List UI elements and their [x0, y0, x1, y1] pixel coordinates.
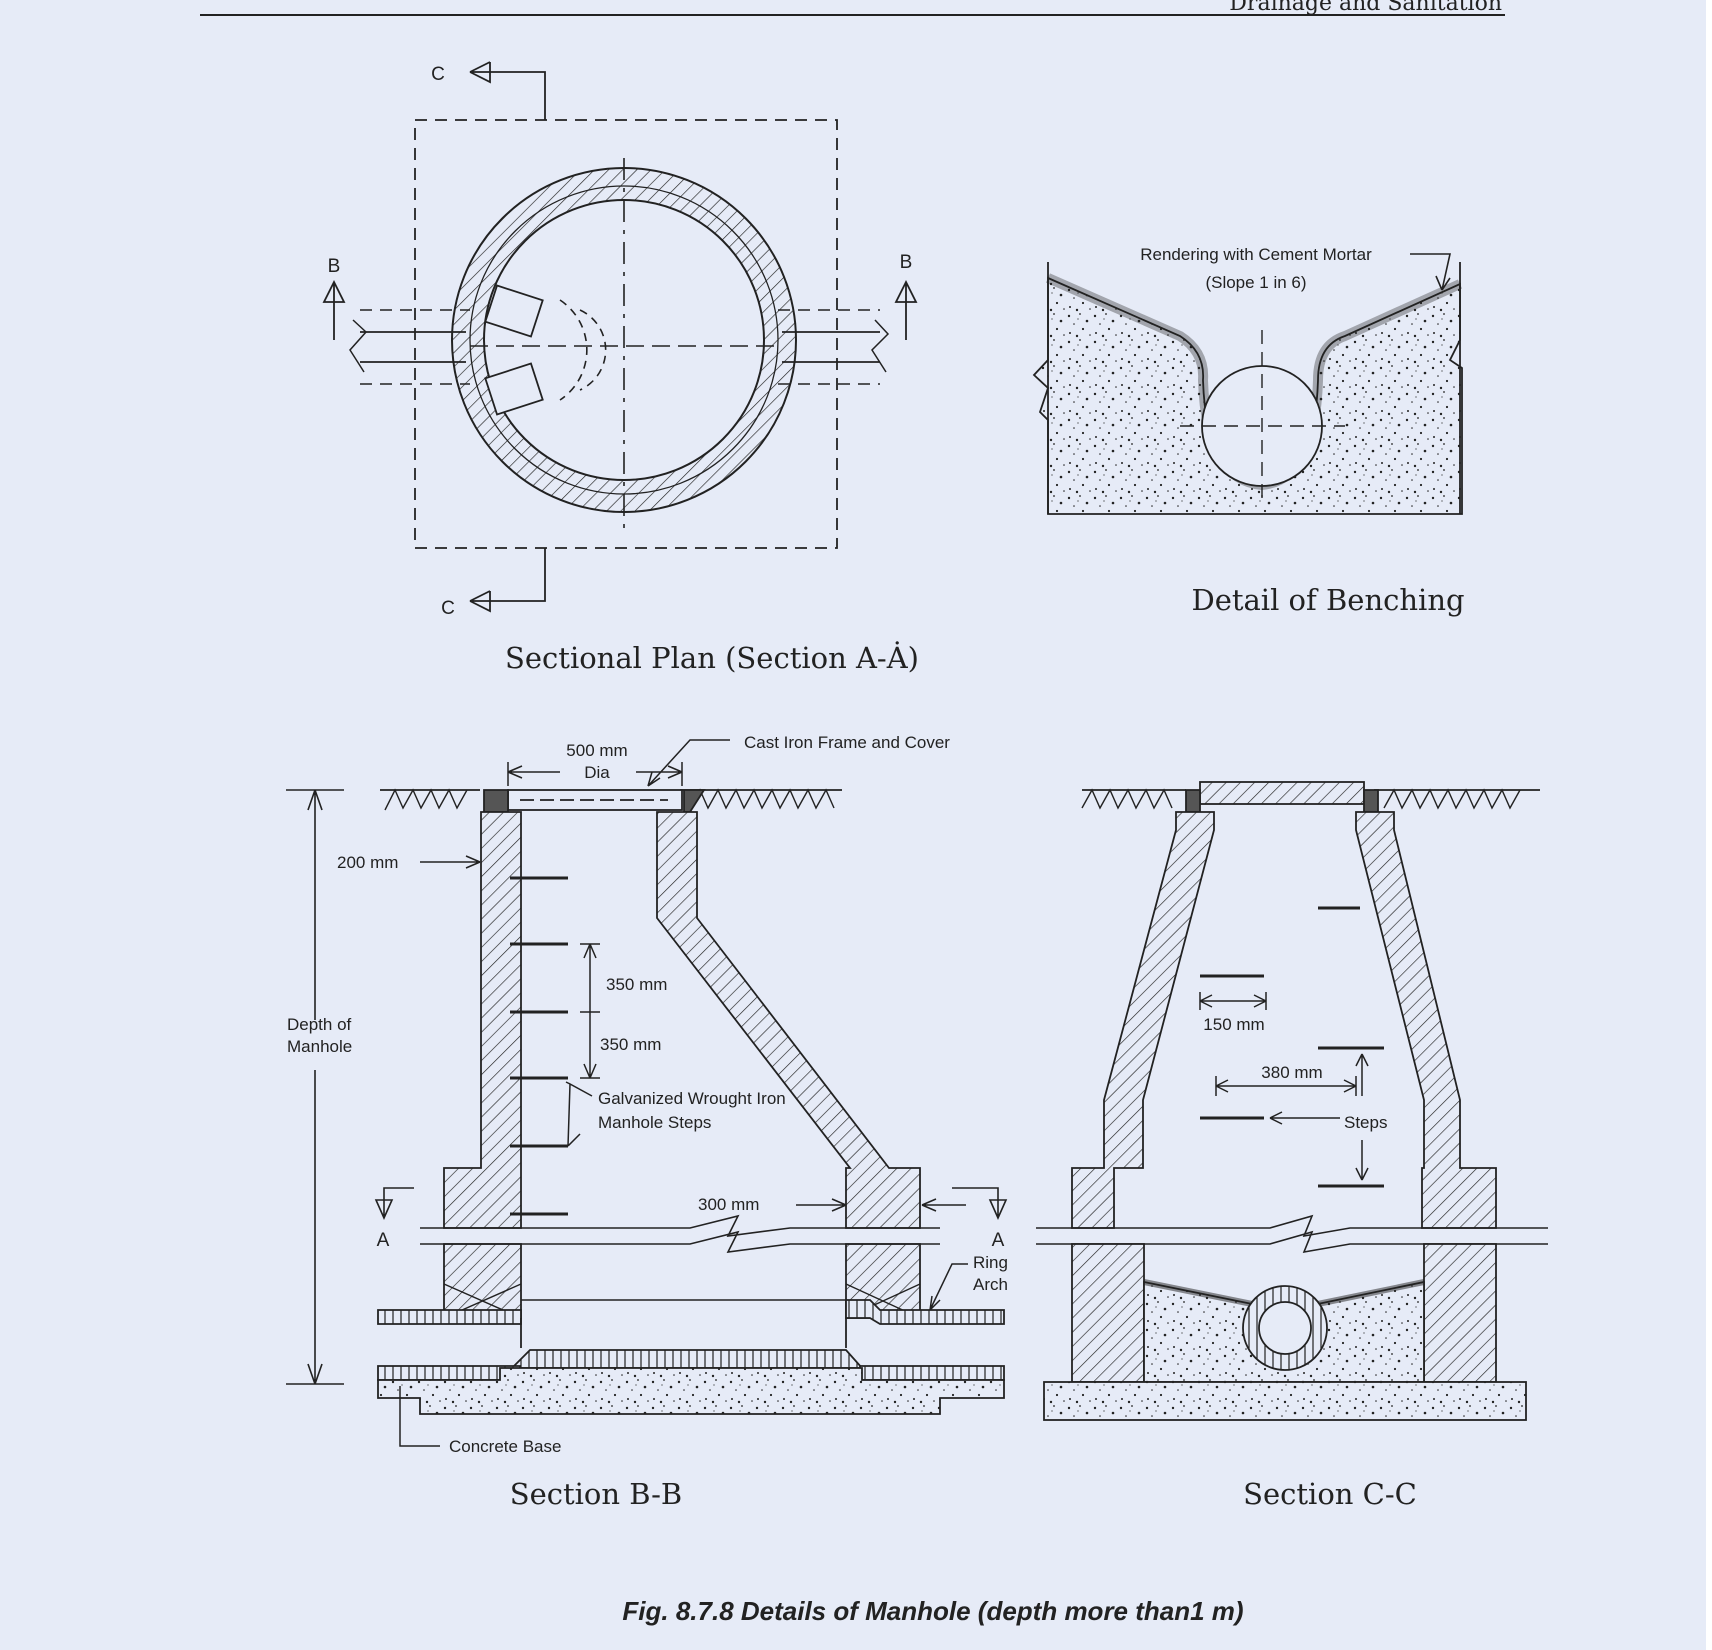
benching-leader [1410, 253, 1451, 291]
step-length-label: 150 mm [1203, 1015, 1264, 1034]
cc-ground-hatch-right [1383, 788, 1521, 810]
wall-thickness-label: 200 mm [337, 853, 398, 872]
section-a-marker-right [952, 1187, 1008, 1220]
section-c-marker-top [469, 61, 546, 120]
bb-left-lower-wall [443, 1243, 522, 1319]
ground-hatch-left [384, 788, 468, 811]
steps-label-1: Galvanized Wrought Iron [598, 1089, 786, 1108]
step-spacing-1: 350 mm [606, 975, 667, 994]
cover-dia-2: Dia [584, 763, 610, 782]
cc-steps-label: Steps [1344, 1113, 1387, 1132]
figure-caption: Fig. 8.7.8 Details of Manhole (depth mor… [622, 1596, 1243, 1626]
cast-iron-cover [507, 789, 683, 811]
bb-break-line [420, 1214, 940, 1253]
frame-label: Cast Iron Frame and Cover [744, 733, 950, 752]
marker-a-left: A [377, 1230, 390, 1251]
cc-right-lower-wall [1423, 1243, 1497, 1383]
section-cc [1036, 781, 1548, 1421]
bb-manhole-steps [510, 876, 568, 1216]
marker-b-left: B [328, 256, 341, 277]
depth-dimension [286, 789, 344, 1385]
depth-label-1: Depth of [287, 1015, 352, 1034]
section-b-marker-right [894, 279, 918, 340]
cc-break-line [1036, 1214, 1548, 1254]
benching-detail [1032, 253, 1463, 515]
step-offset-label: 380 mm [1261, 1063, 1322, 1082]
cc-cover [1199, 781, 1365, 805]
cover-dia-1: 500 mm [566, 741, 627, 760]
cc-ground-hatch-left [1081, 788, 1173, 810]
cc-manhole-steps [1200, 906, 1384, 1188]
section-a-marker-left [374, 1187, 414, 1220]
ring-arch-label-1: Ring [973, 1253, 1008, 1272]
bb-benching [509, 1349, 865, 1369]
marker-b-right: B [900, 252, 913, 273]
section-cc-title: Section C-C [1243, 1477, 1417, 1511]
bb-left-wall [443, 811, 522, 1229]
cc-left-wall [1071, 811, 1215, 1229]
benching-label-1: Rendering with Cement Mortar [1140, 245, 1372, 264]
benching-title: Detail of Benching [1191, 583, 1464, 617]
section-b-marker-left [322, 279, 346, 340]
ground-hatch-right [689, 788, 835, 810]
section-c-marker-bottom [469, 548, 546, 613]
marker-c-bottom: C [441, 598, 455, 619]
cc-concrete-base [1043, 1381, 1527, 1421]
header: Drainage and Sanitation [200, 0, 1505, 16]
bb-concrete-base [377, 1367, 1005, 1415]
cc-left-lower-wall [1071, 1243, 1145, 1383]
step-spacing-2: 350 mm [600, 1035, 661, 1054]
cc-right-wall [1355, 811, 1497, 1229]
bb-pipe-left [377, 1309, 522, 1325]
cc-pipe-inner [1258, 1301, 1312, 1355]
marker-c-top: C [431, 64, 445, 85]
sectional-plan [322, 61, 918, 613]
running-title: Drainage and Sanitation [1229, 0, 1502, 16]
marker-a-right: A [992, 1230, 1005, 1251]
benching-label-2: (Slope 1 in 6) [1205, 273, 1306, 292]
plan-step [484, 362, 544, 416]
bb-right-wall [656, 811, 921, 1229]
plan-pipe [360, 331, 880, 363]
section-bb-title: Section B-B [510, 1477, 683, 1511]
section-bb [286, 739, 1008, 1447]
base-wall-label: 300 mm [698, 1195, 759, 1214]
depth-label-2: Manhole [287, 1037, 352, 1056]
bb-pipe-right [845, 1299, 1005, 1325]
plan-step [484, 284, 544, 338]
concrete-base-label: Concrete Base [449, 1437, 561, 1456]
sectional-plan-title: Sectional Plan (Section A-Ȧ) [505, 640, 919, 675]
steps-label-2: Manhole Steps [598, 1113, 711, 1132]
ring-arch-label-2: Arch [973, 1275, 1008, 1294]
plan-base-outline [414, 119, 838, 549]
